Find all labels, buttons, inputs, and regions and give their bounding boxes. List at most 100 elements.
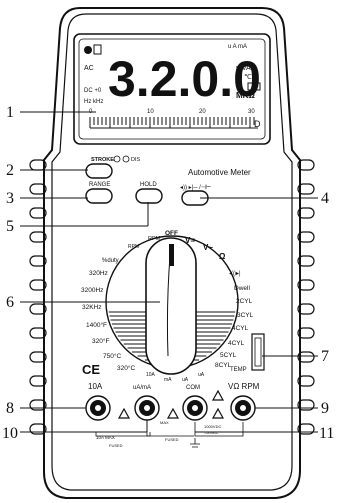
dial-label-750c: 750°C: [103, 352, 121, 360]
dial-label-3200hz: 3200Hz: [81, 287, 103, 294]
dial-label-320c: 320°C: [117, 364, 135, 372]
note-1000vdc: 1000VDC: [204, 424, 221, 429]
range-label: RANGE: [89, 182, 110, 188]
bargraph-tick-20: 20: [199, 109, 206, 115]
holster-inner: [51, 13, 293, 491]
callout-8: 8: [6, 400, 14, 417]
holster-outline: [43, 7, 301, 499]
bargraph: [89, 117, 258, 129]
dial-label-320hz: 320Hz: [89, 270, 108, 277]
ce-mark: CE: [82, 362, 100, 377]
dial-knob[interactable]: [145, 237, 197, 375]
jack-label-10a: 10A: [88, 382, 103, 391]
callout-lines: [20, 111, 318, 433]
hz-indicator: Hz kHz: [84, 99, 103, 105]
dial-label-5cyl: 5CYL: [220, 352, 237, 359]
stroke-button[interactable]: [85, 163, 113, 179]
ua-indicator: u A mA: [228, 44, 247, 50]
main-reading: 3.2.0.0: [108, 51, 261, 107]
jack-com[interactable]: [182, 395, 208, 421]
hold-label: HOLD: [140, 182, 157, 188]
note-fused-1: FUSED: [109, 443, 123, 448]
callout-4: 4: [321, 190, 329, 207]
warning-icons: [117, 389, 225, 419]
dial-label-diode: ◂))▸|: [229, 271, 241, 277]
rotary-dial: RPM RPM OFF V= V~ Ω ◂))▸| %duty 320Hz 32…: [81, 230, 254, 383]
dial-label-temp: TEMP: [230, 367, 247, 373]
dial-label-ua: uA: [182, 377, 189, 383]
bracket-mid: [146, 426, 194, 437]
callout-6: 6: [6, 294, 14, 311]
callout-7: 7: [321, 348, 329, 365]
dial-label-10a: 10A: [146, 372, 156, 378]
callout-5: 5: [6, 218, 14, 235]
mk-indicator: MKΩ: [236, 91, 255, 100]
dial-label-ma: mA: [164, 377, 172, 383]
jack-label-vohm: VΩ RPM: [228, 382, 260, 391]
dial-label-2cyl: 2CYL: [236, 298, 253, 305]
dial-label-vac: V~: [203, 243, 213, 252]
callout-11: 11: [319, 425, 334, 442]
dial-label-rpm-small: RPM: [128, 244, 139, 250]
jack-vohm[interactable]: [230, 395, 256, 421]
note-fused-2: FUSED: [165, 437, 179, 442]
stroke-icon: [113, 155, 121, 163]
automotive-meter-label: Automotive Meter: [188, 168, 251, 177]
warning-icon: [211, 407, 225, 419]
warning-icon: [117, 407, 131, 419]
dial-label-vdc: V=: [185, 236, 195, 245]
bargraph-tick-10: 10: [147, 109, 154, 115]
dial-label-3cyl: 3CYL: [237, 312, 254, 319]
range-button[interactable]: [85, 188, 113, 204]
dial-label-8cyl: 8CYL: [215, 362, 232, 369]
dial-label-ohm: Ω: [219, 252, 226, 261]
dial-label-32khz: 32KHz: [82, 304, 102, 311]
stroke-label: STROKE: [91, 157, 114, 163]
pct-indicator: % ℃: [236, 74, 252, 81]
lcd-display: AC DC +0 Hz kHz u A mA mVA % ℃ MKΩ 3.2.0…: [73, 33, 271, 145]
dial-label-off: OFF: [165, 230, 178, 237]
dial-label-dwell: Dwell: [234, 285, 250, 292]
warning-icon: [166, 407, 180, 419]
callout-3: 3: [6, 190, 14, 207]
callout-1: 1: [6, 104, 14, 121]
dial-label-4cyl-a: 4CYL: [232, 325, 249, 332]
mv-indicator: mVA: [236, 65, 251, 72]
note-max: MAX: [160, 420, 169, 425]
battery-dot-icon: [84, 46, 92, 54]
battery-icon: [247, 82, 261, 91]
knob-pointer: [169, 244, 174, 266]
dis-label: DIS: [131, 157, 141, 163]
right-grip-slots: [297, 159, 315, 435]
diode-continuity-label: ◂)) ▸|─ /⊣⊢: [180, 184, 211, 191]
dial-label-320f: 320°F: [92, 337, 109, 345]
jack-label-uama: uA/mA: [133, 385, 151, 391]
bargraph-tick-30: 30: [248, 109, 255, 115]
jack-uama[interactable]: [134, 395, 160, 421]
warning-icon: [211, 389, 225, 401]
ac-indicator: AC: [84, 65, 94, 72]
hold-icon: [93, 44, 102, 55]
bracket-left: [95, 432, 151, 437]
callout-10: 10: [2, 425, 18, 442]
d-indicator: D: [254, 119, 261, 129]
note-10a-max: 10A MAX: [96, 435, 115, 440]
temp-socket-inner: [254, 337, 262, 367]
dial-label-rpm: RPM: [148, 236, 161, 242]
left-grip-slots: [29, 159, 47, 435]
bracket-right: [194, 422, 244, 437]
dial-label-ua-2: uA: [198, 372, 205, 378]
dial-label-4cyl-b: 4CYL: [228, 340, 245, 347]
jack-label-com: COM: [186, 385, 200, 391]
dial-label-duty: %duty: [102, 258, 119, 264]
dc-indicator: DC +0: [84, 88, 102, 94]
callout-2: 2: [6, 162, 14, 179]
hold-button[interactable]: [135, 188, 163, 204]
jack-10a[interactable]: [85, 395, 111, 421]
callout-9: 9: [321, 400, 329, 417]
dial-label-1400f: 1400°F: [86, 321, 107, 329]
temp-socket: [251, 333, 265, 371]
dis-icon: [122, 155, 130, 163]
